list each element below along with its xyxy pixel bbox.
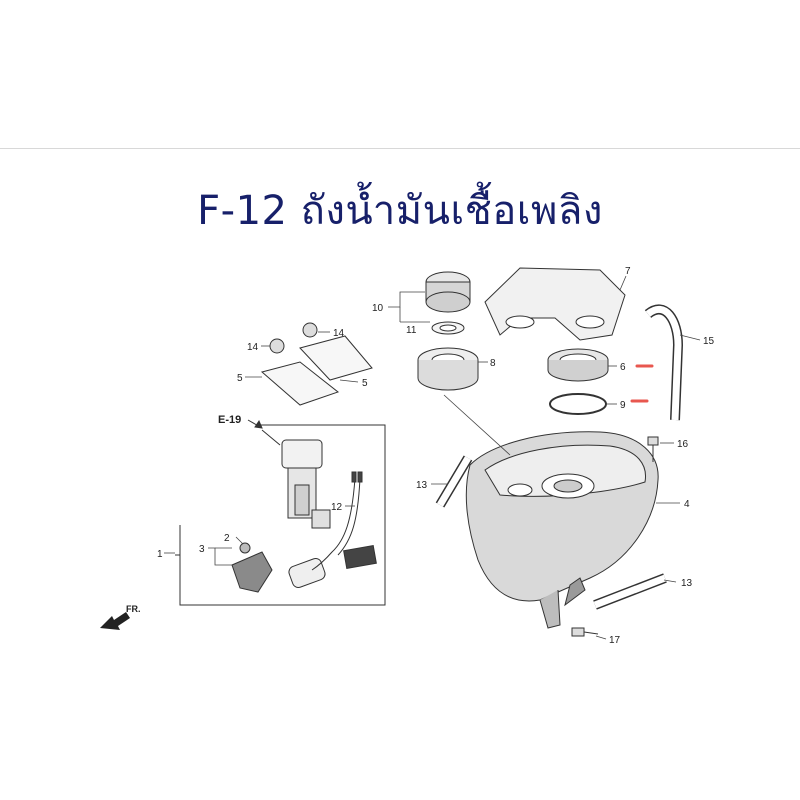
callout-5b: 5 [362, 378, 368, 389]
callout-2: 2 [224, 533, 230, 544]
mounting-gaskets [260, 335, 373, 406]
callout-1: 1 [157, 549, 163, 560]
callout-12: 12 [331, 502, 343, 513]
highlight-markers [630, 364, 654, 403]
page-title: F-12 ถังน้ำมันเชื้อเพลิง [197, 188, 603, 234]
callout-14a: 14 [247, 342, 259, 353]
parts-diagram: 1 2 3 4 5 5 6 7 8 9 10 11 12 13 13 14 14… [95, 255, 725, 655]
callout-5a: 5 [237, 373, 243, 384]
fuel-hoses [435, 455, 667, 610]
breather-hose [644, 304, 684, 421]
fuel-tank [465, 431, 659, 629]
callout-11: 11 [406, 325, 417, 336]
callout-10: 10 [372, 303, 384, 314]
top-divider [0, 148, 800, 149]
nuts [269, 322, 318, 354]
callout-15: 15 [703, 336, 715, 347]
fuel-pump-assembly [175, 424, 386, 606]
front-label: FR. [126, 604, 141, 614]
tank-cover [484, 267, 626, 341]
callout-16: 16 [677, 439, 689, 450]
bolts [571, 436, 659, 637]
callout-8: 8 [490, 358, 496, 369]
reference-callout-e19: E-19 [218, 414, 241, 426]
callout-17: 17 [609, 635, 621, 646]
callout-13a: 13 [416, 480, 428, 491]
front-direction-icon: FR. [100, 604, 141, 630]
callout-6: 6 [620, 362, 626, 373]
callout-7: 7 [625, 266, 631, 277]
reference-arrow [247, 419, 263, 429]
callout-9: 9 [620, 400, 626, 411]
fuel-cap-assembly [417, 271, 479, 391]
callout-4: 4 [684, 499, 690, 510]
callout-3: 3 [199, 544, 205, 555]
callout-labels: 1 2 3 4 5 5 6 7 8 9 10 11 12 13 13 14 14… [157, 266, 715, 646]
callout-14b: 14 [333, 328, 345, 339]
leader-lines [164, 275, 701, 640]
seal-rings [547, 348, 609, 415]
callout-13b: 13 [681, 578, 693, 589]
